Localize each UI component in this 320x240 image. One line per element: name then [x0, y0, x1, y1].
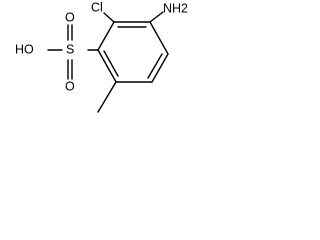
ring-double-bond-c4-c5: [147, 53, 163, 79]
sulfonyl-oxygen-bottom-label: O: [65, 79, 75, 93]
chlorine-label: Cl: [91, 0, 103, 14]
ring-bond-c4-c5: [151, 53, 169, 83]
chemical-structure-diagram: NH2 Cl S O O HO: [15, 0, 188, 113]
ring-bond-c3-c4: [149, 21, 169, 55]
hydroxyl-label: HO: [15, 42, 34, 56]
benzene-ring: [97, 21, 169, 83]
ring-bond-c6-c1: [97, 49, 117, 83]
ring-bond-c1-c2: [97, 21, 115, 51]
amino-group-label: NH2: [163, 1, 188, 15]
sulfur-label: S: [66, 42, 74, 56]
sulfonyl-oxygen-top-label: O: [65, 10, 75, 24]
bond-c6-methyl: [97, 81, 117, 113]
ring-double-bond-c6-c1: [103, 50, 119, 77]
bond-c3-n: [149, 11, 164, 23]
bond-c2-cl: [103, 12, 115, 23]
